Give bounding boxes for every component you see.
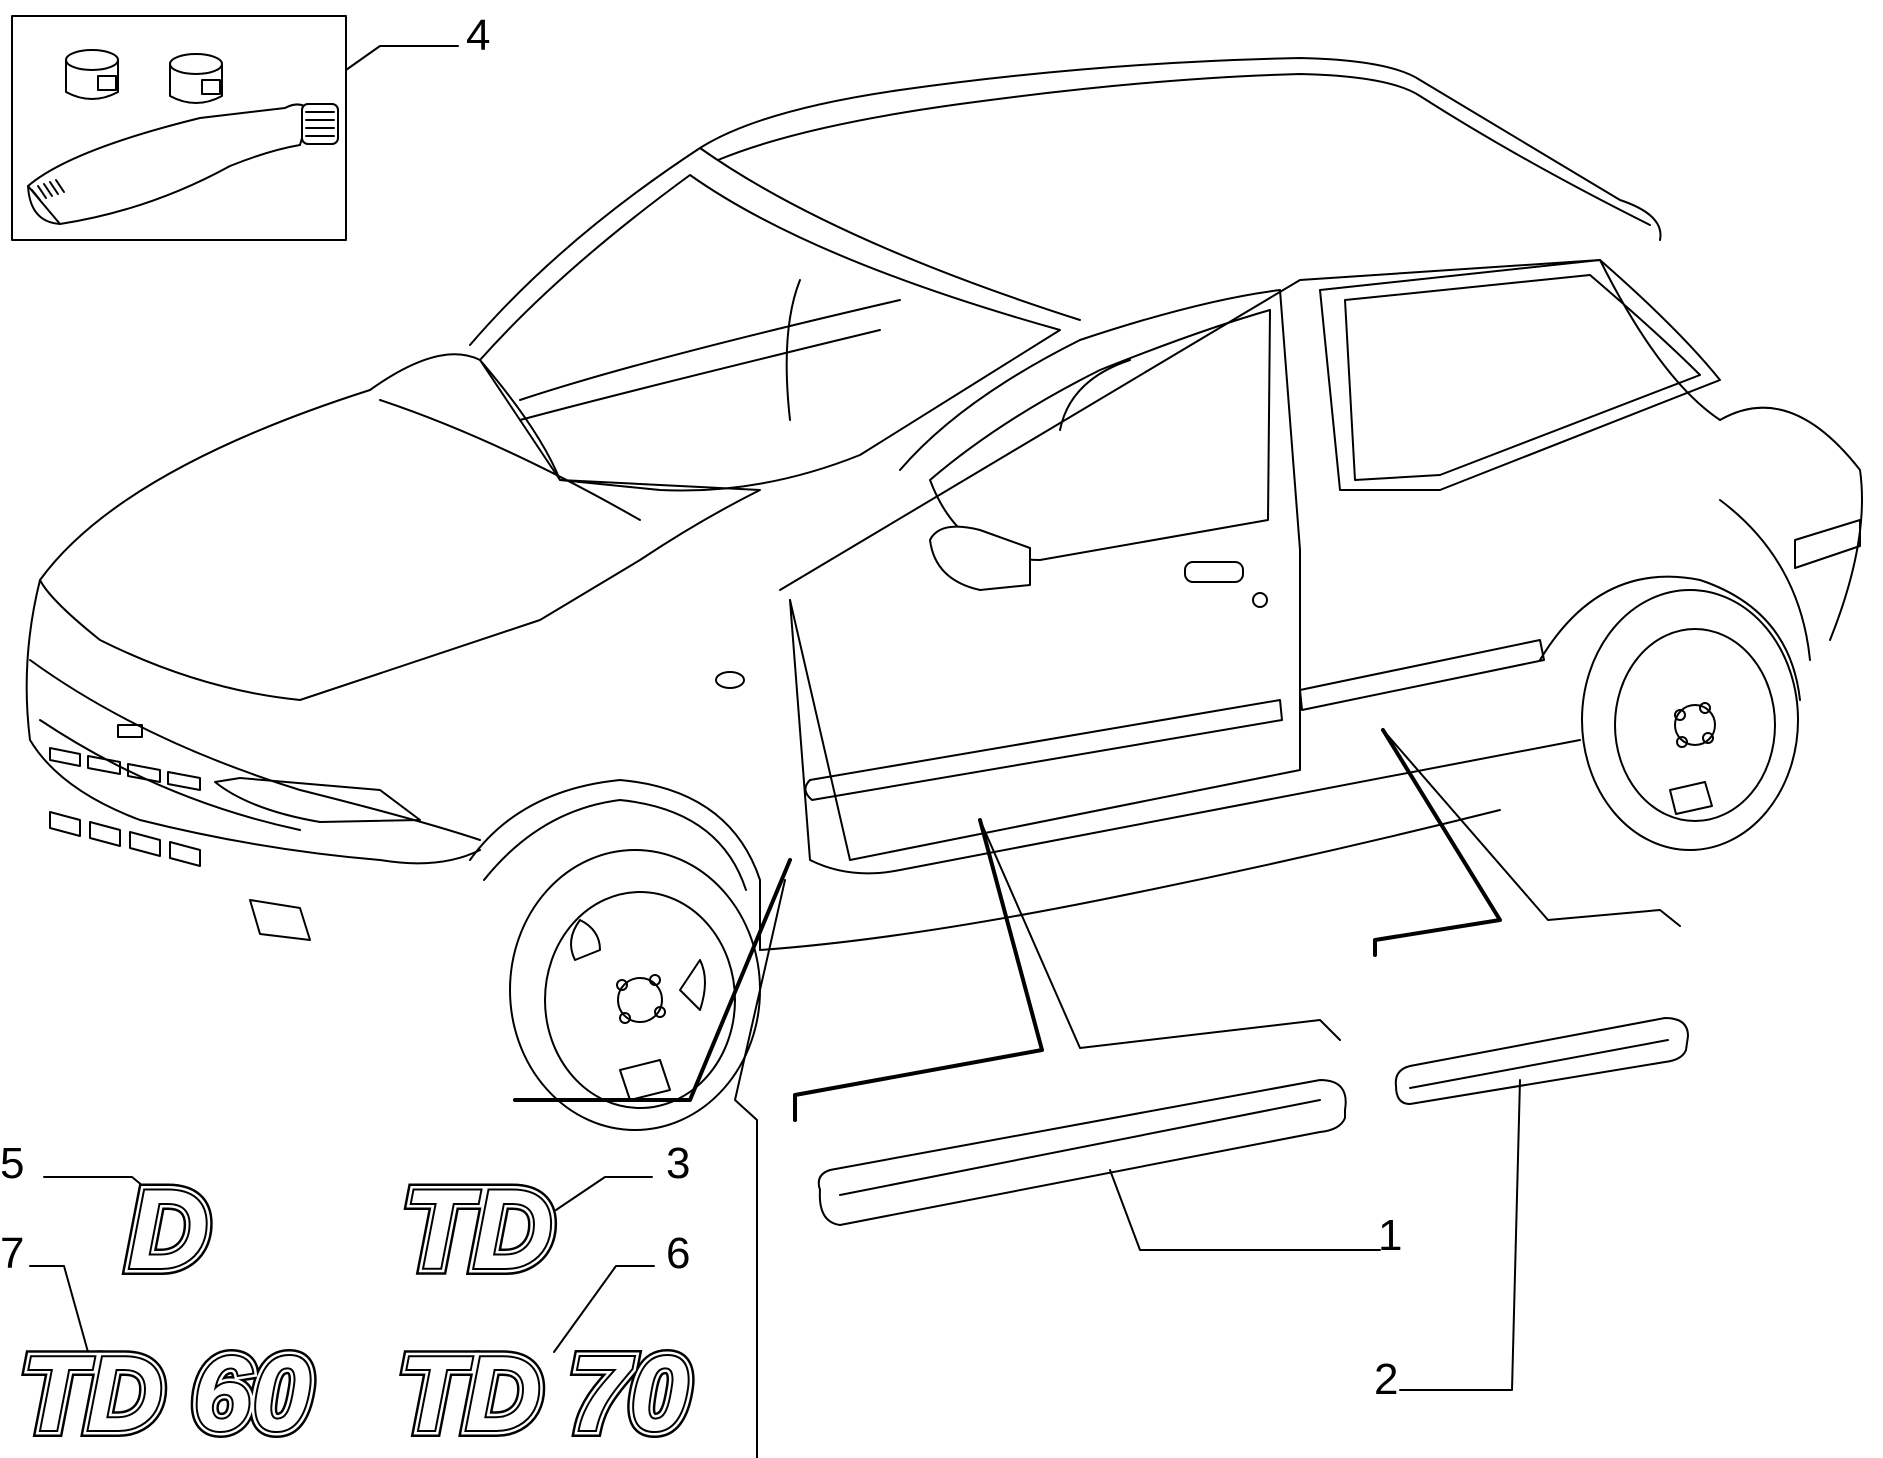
leader-line-1-top — [793, 818, 1044, 1122]
inset-box-part-4: 4 — [11, 11, 490, 241]
leader-line-3-area — [513, 858, 792, 1102]
adhesive-tube — [27, 103, 339, 225]
grille — [49, 724, 201, 867]
badge-3-td: 3 TD TD TD — [397, 1139, 690, 1299]
leader-line-2-top — [1373, 728, 1502, 957]
badge-td70-outline: TD 70 — [400, 1335, 689, 1453]
leader-line-3 — [555, 1176, 653, 1211]
badge-td-outline: TD — [404, 1167, 553, 1292]
part-1-moulding: 1 — [793, 818, 1402, 1260]
car-drawing — [25, 57, 1863, 1458]
callout-5: 5 — [0, 1139, 24, 1188]
leader-line-6 — [553, 1265, 655, 1353]
callout-1: 1 — [1378, 1211, 1402, 1260]
leader-line-5 — [43, 1176, 161, 1201]
leader-line-1 — [1109, 1169, 1381, 1251]
clip-cap-right — [169, 53, 223, 104]
callout-3: 3 — [666, 1139, 690, 1188]
callout-2: 2 — [1374, 1355, 1398, 1404]
badge-5-d: 5 D D D — [0, 1139, 216, 1299]
badge-6-td70: 6 TD 70 TD 70 TD 70 — [393, 1229, 696, 1458]
rear-wheel — [1539, 575, 1801, 851]
callout-7: 7 — [0, 1229, 24, 1278]
badge-d-inner-outline: D — [128, 1167, 209, 1292]
front-wheel — [509, 849, 761, 1131]
callout-4: 4 — [466, 11, 490, 60]
badge-d-text: D — [128, 1167, 209, 1292]
badge-td-text: TD — [404, 1167, 553, 1292]
badge-d-outline: D — [128, 1167, 209, 1292]
leader-line-4 — [345, 45, 459, 71]
badge-td70-text: TD 70 — [400, 1335, 689, 1453]
badge-td60-outline: TD 60 — [22, 1335, 311, 1453]
callout-6: 6 — [666, 1229, 690, 1278]
badge-7-td60: 7 TD 60 TD 60 TD 60 — [0, 1229, 318, 1458]
badge-td-inner-outline: TD — [404, 1167, 553, 1292]
part-2-moulding: 2 — [1373, 728, 1689, 1404]
badge-td70-inner-outline: TD 70 — [400, 1335, 689, 1453]
leader-line-2 — [1399, 1079, 1521, 1391]
section-divider-line — [734, 879, 786, 1458]
badge-td60-inner-outline: TD 60 — [22, 1335, 311, 1453]
leader-line-7 — [29, 1265, 89, 1353]
clip-cap-left — [65, 49, 119, 100]
badge-td60-text: TD 60 — [22, 1335, 311, 1453]
